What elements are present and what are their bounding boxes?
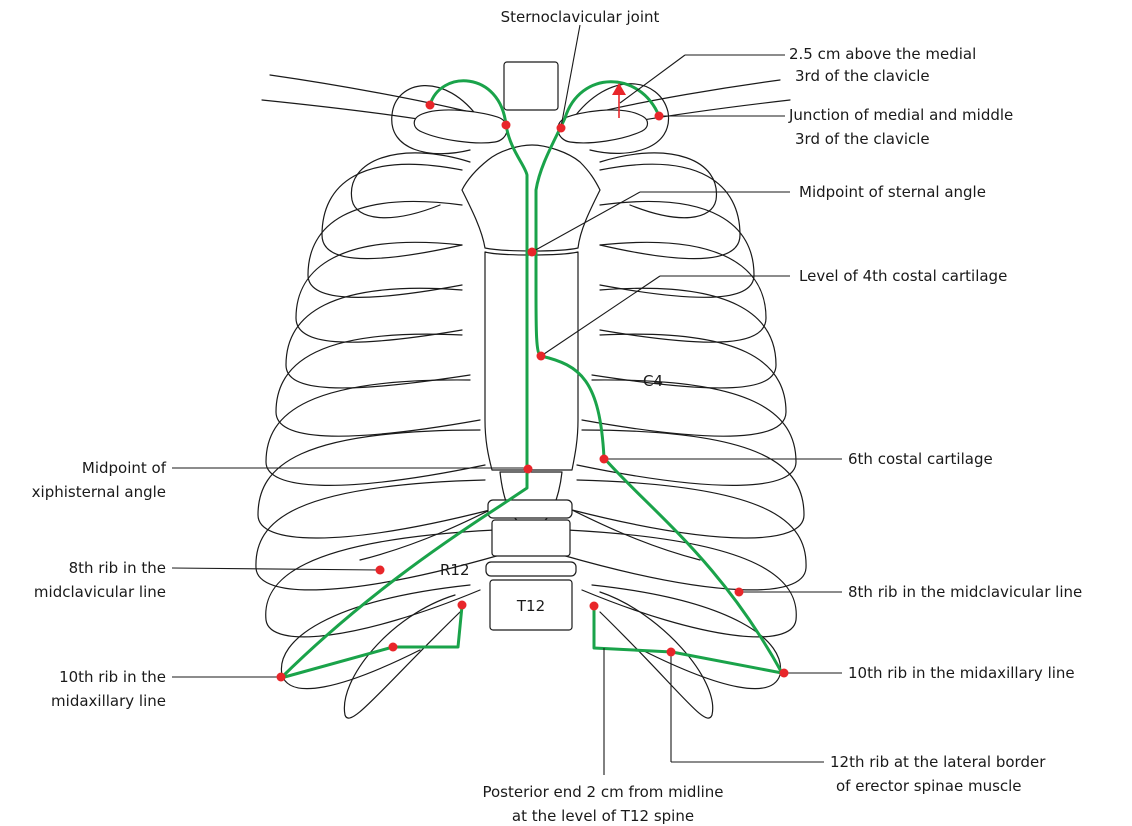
label-rib12-2: of erector spinae muscle [836,777,1022,795]
second-rib-left [351,153,470,218]
ribs-right-side [562,164,806,718]
point-12th-rib-right [667,648,676,657]
point-right-apex [426,101,435,110]
point-4th-costal [537,352,546,361]
label-sternoclavicular: Sternoclavicular joint [501,8,660,26]
label-xiph-2: xiphisternal angle [32,483,166,501]
label-c4: C4 [643,372,663,390]
label-rib10-left-1: 10th rib in the [59,668,166,686]
point-10th-rib-left [277,673,286,682]
label-junction-2: 3rd of the clavicle [795,130,930,148]
label-rib8-left-2: midclavicular line [34,583,166,601]
label-above-clavicle-1: 2.5 cm above the medial [789,45,976,63]
point-left-sc-joint [557,124,566,133]
label-rib10-right: 10th rib in the midaxillary line [848,664,1075,682]
vertebra-t11-a [492,520,570,556]
label-rib8-left-1: 8th rib in the [69,559,166,577]
vertebra-t11-b [486,562,576,576]
vertebra-t10 [488,500,572,518]
sternal-body [485,252,578,470]
label-t12: T12 [516,597,545,615]
label-sternal-angle: Midpoint of sternal angle [799,183,986,201]
label-r12: R12 [440,561,470,579]
clavicle-left-head [414,110,507,143]
label-junction-1: Junction of medial and middle [788,106,1013,124]
label-rib8-right: 8th rib in the midclavicular line [848,583,1082,601]
label-xiph-1: Midpoint of [82,459,167,477]
point-10th-rib-right [780,669,789,678]
label-rib10-left-2: midaxillary line [51,692,166,710]
ribs-left-side [256,164,500,718]
point-r12-left [389,643,398,652]
point-posterior-left [458,601,467,610]
point-8th-rib-right [735,588,744,597]
label-costal-6: 6th costal cartilage [848,450,993,468]
point-left-apex [655,112,664,121]
label-above-clavicle-2: 3rd of the clavicle [795,67,930,85]
point-posterior-right [590,602,599,611]
clavicle-right-head [558,110,648,143]
vertebra-c7 [504,62,558,110]
point-sternal-angle [528,248,537,257]
label-rib12-1: 12th rib at the lateral border [830,753,1046,771]
manubrium [462,145,600,251]
point-6th-costal [600,455,609,464]
label-costal-4: Level of 4th costal cartilage [799,267,1007,285]
clavicle-left-upper [270,75,470,112]
label-posterior-1: Posterior end 2 cm from midline [482,783,723,801]
point-8th-rib-left [376,566,385,575]
label-posterior-2: at the level of T12 spine [512,807,694,825]
point-xiphisternal [524,465,533,474]
point-right-sc-joint [502,121,511,130]
